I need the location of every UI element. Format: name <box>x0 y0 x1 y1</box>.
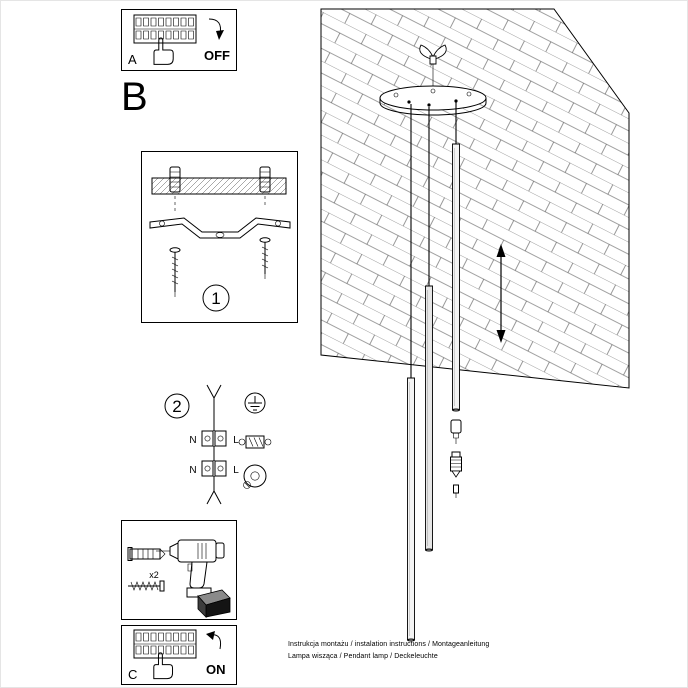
ceiling-hook-icon <box>420 45 447 90</box>
screw-left-icon <box>170 248 180 297</box>
power-on-text: ON <box>206 662 226 677</box>
hand-icon <box>154 38 173 64</box>
mounting-bracket-icon <box>150 218 290 238</box>
bulb-socket-detail <box>451 420 461 444</box>
drill-icon <box>156 540 224 597</box>
suspension-cables <box>411 101 456 378</box>
neutral-label-bottom: N <box>189 465 196 476</box>
step-c-label: C <box>128 667 138 682</box>
hand-icon <box>154 653 173 679</box>
dowel-block-icon <box>198 590 230 617</box>
step-a-label: A <box>128 52 137 67</box>
step-1-badge: 1 <box>203 285 229 311</box>
breaker-panel-icon <box>134 630 196 658</box>
power-off-text: OFF <box>204 48 230 63</box>
screw-flat-icon <box>128 581 164 591</box>
step-a-box: A OFF <box>121 9 237 71</box>
power-on-illustration <box>122 626 236 683</box>
footer-instructions-line: Instrukcja montażu / instalation instruc… <box>288 641 490 648</box>
bulb-thread-detail <box>451 452 462 477</box>
neutral-label-top: N <box>189 435 196 446</box>
tools-box: x2 <box>121 520 237 620</box>
breaker-panel-icon <box>134 15 196 43</box>
ground-symbol-icon <box>245 393 265 413</box>
wall-plug-icon <box>128 548 165 561</box>
wiring-diagram: 2 N L N L <box>151 376 281 511</box>
mounting-illustration: 1 <box>142 152 296 321</box>
section-b-letter: B <box>121 75 148 119</box>
screw-right-icon <box>260 238 270 279</box>
live-label-top: L <box>233 435 239 446</box>
canopy <box>380 86 486 115</box>
ceiling-plane <box>321 9 629 388</box>
tools-illustration: x2 <box>122 521 236 618</box>
flip-down-arrow-icon <box>209 19 224 40</box>
small-part-detail <box>454 485 459 498</box>
power-off-illustration <box>122 10 224 69</box>
terminal-block-top <box>202 431 226 446</box>
lamp-illustration-area <box>311 6 641 661</box>
step-2-area: 2 N L N L <box>151 376 281 511</box>
wall-anchor-right-icon <box>260 167 270 192</box>
cable-wires <box>207 385 221 504</box>
live-label-bottom: L <box>233 465 239 476</box>
pendant-tube-right <box>453 144 460 411</box>
step-2-number: 2 <box>172 397 181 416</box>
step-2-badge: 2 <box>165 394 189 418</box>
wall-anchor-left-icon <box>170 167 180 192</box>
step-c-box: C ON <box>121 625 237 685</box>
plug-quantity-label: x2 <box>149 570 159 580</box>
alignment-dashes <box>175 196 265 214</box>
cable-clamp-icon <box>239 436 271 448</box>
round-connector-icon <box>244 465 267 489</box>
step-1-box: 1 <box>141 151 298 323</box>
flip-up-arrow-icon <box>206 631 221 649</box>
height-adjust-arrow-icon <box>496 244 506 343</box>
terminal-block-bottom <box>202 461 226 476</box>
footer-product-line: Lampa wisząca / Pendant lamp / Deckeleuc… <box>288 653 438 660</box>
pendant-tube-middle <box>426 286 433 551</box>
ceiling-strip <box>152 178 286 194</box>
pendant-lamp-illustration <box>311 6 641 661</box>
step-1-number: 1 <box>211 289 220 308</box>
pendant-tube-left <box>408 378 415 641</box>
